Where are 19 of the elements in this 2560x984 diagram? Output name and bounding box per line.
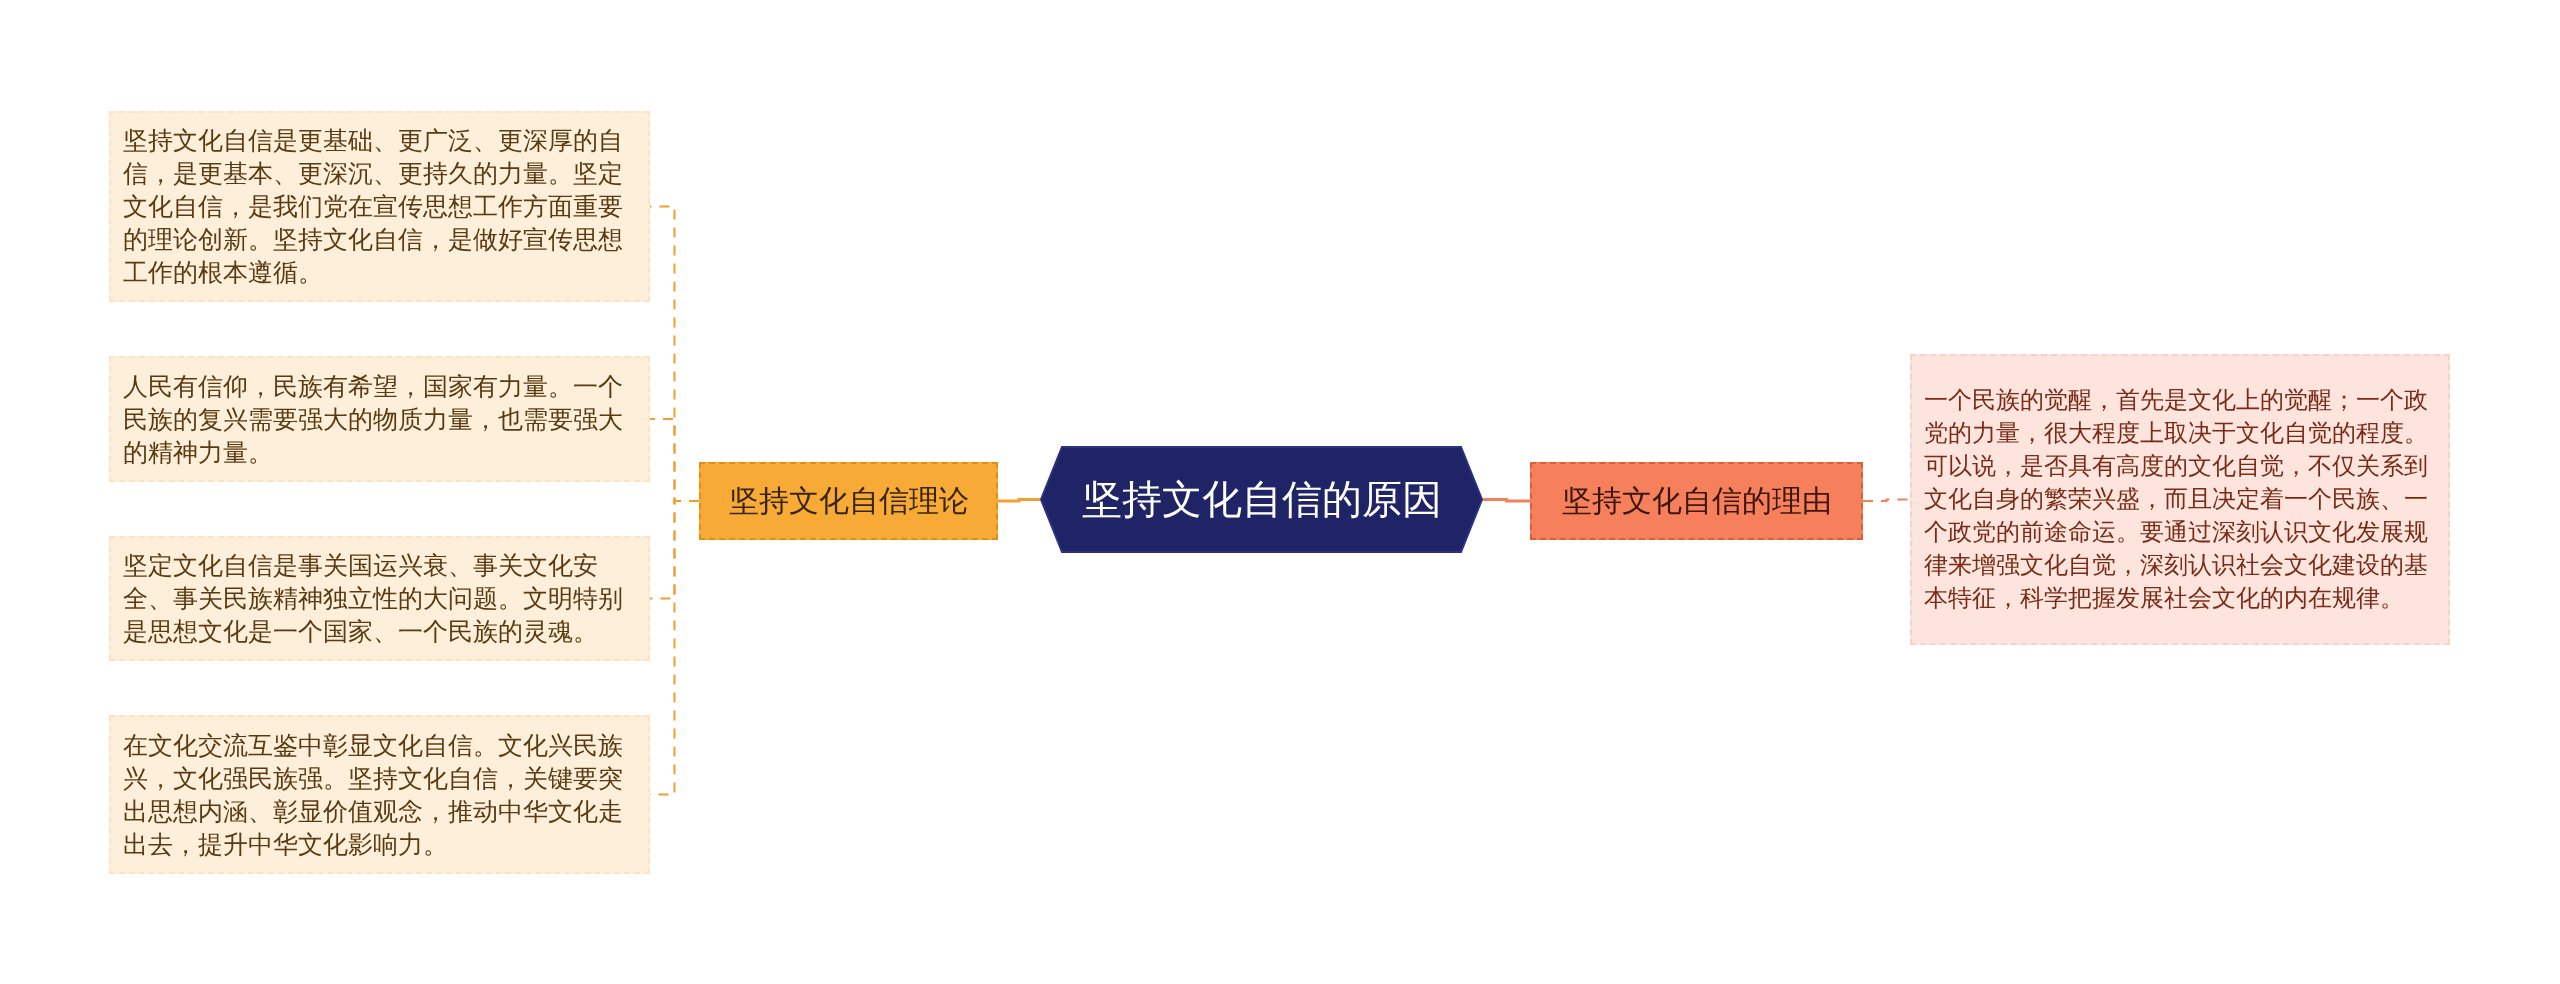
topic-text: 坚持文化自信的理由	[1561, 481, 1832, 520]
topic-text: 坚定文化自信是事关国运兴衰、事关文化安全、事关民族精神独立性的大问题。文明特别是思想文化是一个国家、一个民族的灵魂。	[123, 550, 624, 648]
connector-line	[998, 498, 1040, 503]
connector-line	[1862, 498, 1911, 502]
topic-text: 坚持文化自信是更基础、更广泛、更深厚的自信，是更基本、更深沉、更持久的力量。坚定文化自信，是我们党在宣传思想工作方面重要的理论创新。坚持文化自信，是做好宣传思想工作的根本遵循。	[123, 125, 624, 289]
topic-text: 在文化交流互鉴中彰显文化自信。文化兴民族兴，文化强民族强。坚持文化自信，关键要突出思想内涵、彰显价值观念，推动中华文化走出去，提升中华文化影响力。	[123, 729, 624, 861]
note-box	[1910, 354, 2450, 645]
note-box	[109, 111, 650, 302]
note-box	[109, 356, 650, 482]
topic-text: 一个民族的觉醒，首先是文化上的觉醒；一个政党的力量，很大程度上取决于文化自觉的程度。可以说，是否具有高度的文化自觉，不仅关系到文化自身的繁荣兴盛，而且决定着一个民族、一个政党的前途命运。要通过深刻认识文化发展规律来增强文化自觉，深刻认识社会文化建设的基本特征，科学把握发展社会文化的内在规律。	[1924, 385, 2429, 614]
topic-text: 人民有信仰，民族有希望，国家有力量。一个民族的复兴需要强大的物质力量，也需要强大的精神力量。	[123, 370, 624, 469]
note-box	[109, 536, 650, 661]
branch-topic-box	[1530, 462, 1863, 540]
branch-topic-box	[699, 462, 998, 540]
topic-text: 坚持文化自信的原因	[1081, 475, 1442, 524]
connector-line	[1483, 498, 1530, 503]
topic-text: 坚持文化自信理论	[728, 481, 969, 520]
note-box	[109, 715, 650, 874]
central-topic-hexagon	[1040, 446, 1483, 553]
